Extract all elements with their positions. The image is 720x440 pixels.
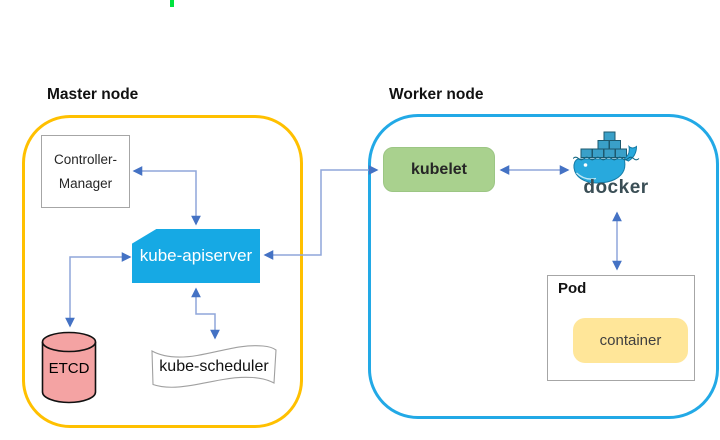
docker-whale-icon [573, 131, 640, 184]
docker-wordmark: docker [583, 177, 649, 198]
controller-manager-label-line2: Manager [58, 175, 113, 191]
pod-label: Pod [558, 280, 587, 297]
etcd-cylinder-icon [41, 331, 97, 404]
kube-scheduler-wave-shape [151, 345, 277, 388]
master-node-frame [22, 115, 303, 428]
green-dot-artifact [170, 0, 174, 7]
etcd-label: ETCD [48, 360, 90, 377]
kube-scheduler-label: kube-scheduler [159, 358, 269, 375]
kubelet-node: kubelet [383, 147, 495, 192]
worker-node-title: Worker node [389, 86, 484, 103]
pod-node: Pod container [547, 275, 695, 381]
kube-apiserver-label: kube-apiserver [139, 246, 253, 265]
kube-apiserver-node: kube-apiserver [132, 229, 260, 283]
kubelet-label: kubelet [410, 160, 467, 178]
controller-manager-node: Controller- Manager [41, 135, 130, 208]
container-node: container [573, 318, 688, 363]
master-node-title: Master node [47, 86, 139, 103]
worker-node-frame [368, 114, 719, 419]
container-label: container [599, 332, 662, 349]
controller-manager-label-line1: Controller- [53, 151, 118, 167]
